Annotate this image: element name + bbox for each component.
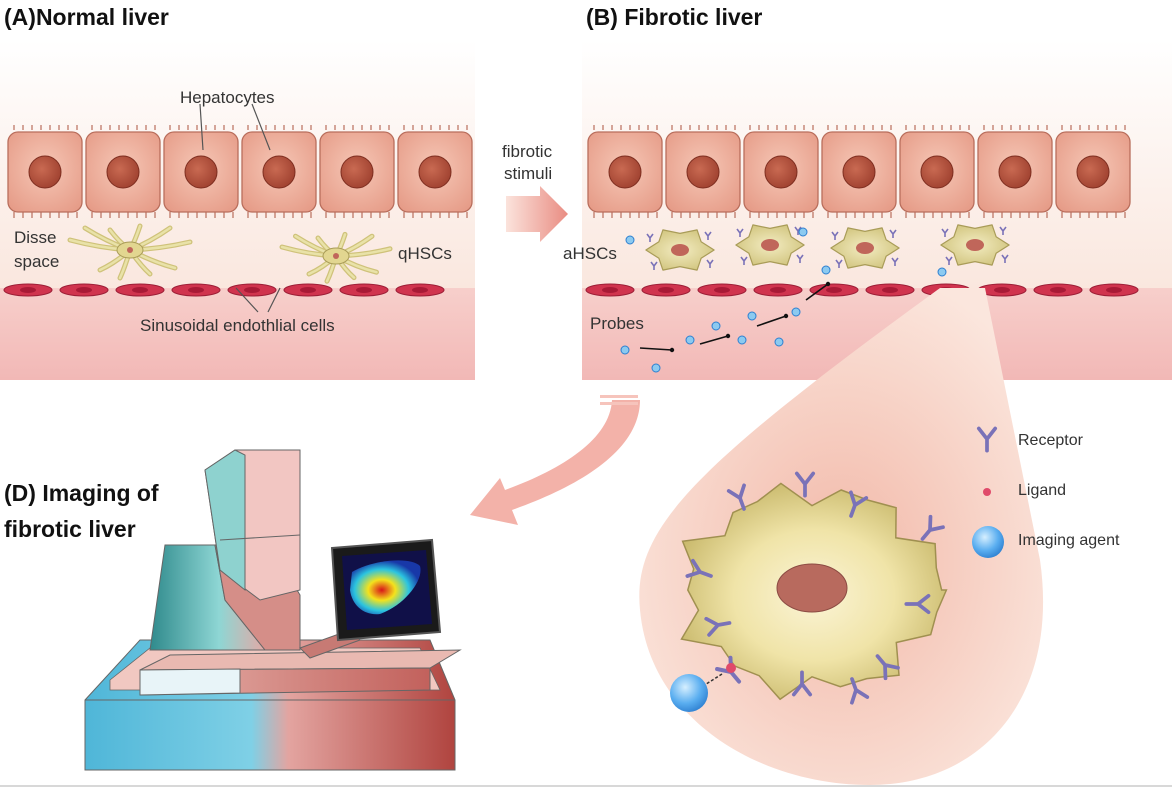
receptor <box>796 254 804 263</box>
stimuli-label-line2: stimuli <box>504 164 553 183</box>
cell-nucleus <box>671 244 689 256</box>
probe <box>791 307 801 317</box>
probe <box>651 363 661 373</box>
hepatocyte-nucleus <box>418 155 452 189</box>
receptor <box>646 233 654 242</box>
hepatocyte-nucleus <box>1076 155 1110 189</box>
probe-path-arrow <box>805 283 829 301</box>
hepatocyte-nucleus <box>262 155 296 189</box>
hepatocyte-nucleus <box>608 155 642 189</box>
hepatocyte-nucleus <box>842 155 876 189</box>
stimuli-label-line1: fibrotic <box>502 142 553 161</box>
cell-nucleus <box>776 563 848 613</box>
imaging-scanner <box>84 449 462 771</box>
imaging-curved-arrow <box>470 395 640 525</box>
receptor <box>740 256 748 265</box>
hepatocyte-row-b <box>587 125 1131 218</box>
imaging-agent-icon <box>670 674 708 712</box>
receptor <box>831 231 839 240</box>
panel-b-label: Fibrotic liver <box>624 4 763 30</box>
cell-nucleus <box>856 242 874 254</box>
probe-path-arrow <box>699 335 729 345</box>
probe <box>685 335 695 345</box>
probe <box>798 227 808 237</box>
hepatocytes-label: Hepatocytes <box>180 88 275 107</box>
probe <box>747 311 757 321</box>
probe <box>737 335 747 345</box>
ligand-icon <box>983 488 991 496</box>
ahsc-label: aHSCs <box>563 244 617 263</box>
legend-icons <box>972 426 1004 558</box>
receptor <box>941 228 949 237</box>
probe <box>625 235 635 245</box>
panel-a-title: (A)Normal liver <box>4 4 169 31</box>
receptor <box>650 261 658 270</box>
hepatocyte-nucleus <box>998 155 1032 189</box>
panel-d-title-line1: (D) Imaging of <box>4 480 159 506</box>
imaging-agent-icon <box>972 526 1004 558</box>
fibrotic-stimuli-arrow <box>506 186 568 242</box>
receptor <box>889 229 897 238</box>
receptor <box>704 231 712 240</box>
legend-imaging-agent-label: Imaging agent <box>1018 532 1120 549</box>
probe <box>711 321 721 331</box>
hepatocyte-nucleus <box>184 155 218 189</box>
receptor <box>945 256 953 265</box>
cell-nucleus <box>966 239 984 251</box>
cell-nucleus <box>761 239 779 251</box>
panel-a-tissue <box>0 40 475 380</box>
magnified-cell-view <box>639 288 1044 785</box>
receptor <box>736 228 744 237</box>
hepatocyte-nucleus <box>106 155 140 189</box>
hepatocyte-nucleus <box>686 155 720 189</box>
panel-d-title-line2: fibrotic liver <box>4 516 136 542</box>
qhsc-label: qHSCs <box>398 244 452 263</box>
probe <box>937 267 947 277</box>
qhsc-cells <box>67 223 393 284</box>
ligand-icon <box>726 663 736 673</box>
probe-particles <box>620 227 947 373</box>
probes-label: Probes <box>590 314 644 333</box>
legend-receptor-label: Receptor <box>1018 432 1083 449</box>
hepatocyte-nucleus <box>764 155 798 189</box>
receptor <box>1001 254 1009 263</box>
legend-ligand-label: Ligand <box>1018 482 1067 499</box>
endothelial-row-a <box>3 283 445 297</box>
hepatocyte-row-a <box>7 125 473 218</box>
probe <box>821 265 831 275</box>
hepatocyte-nucleus <box>920 155 954 189</box>
endothelial-row-b <box>585 283 1139 297</box>
probe <box>774 337 784 347</box>
receptor <box>835 259 843 268</box>
probe-path-arrow <box>756 315 787 327</box>
disse-label-line1: Disse <box>14 228 57 247</box>
ahsc-cells <box>645 224 1010 271</box>
panel-a-letter: (A) <box>4 4 36 30</box>
panel-b-letter: (B) <box>586 4 618 30</box>
disse-label-line2: space <box>14 252 60 271</box>
liver-heatmap <box>350 560 421 615</box>
receptor <box>794 226 802 235</box>
endothelial-label: Sinusoidal endothlial cells <box>140 316 335 335</box>
hepatocyte-nucleus <box>340 155 374 189</box>
receptor <box>706 259 714 268</box>
panel-a-label: Normal liver <box>35 4 169 30</box>
probe-path-arrow <box>639 347 673 351</box>
panel-b-title: (B) Fibrotic liver <box>586 4 762 31</box>
receptor <box>891 257 899 266</box>
panel-b-tissue <box>582 40 1172 380</box>
hepatocyte-nucleus <box>28 155 62 189</box>
receptor <box>999 226 1007 235</box>
probe <box>620 345 630 355</box>
